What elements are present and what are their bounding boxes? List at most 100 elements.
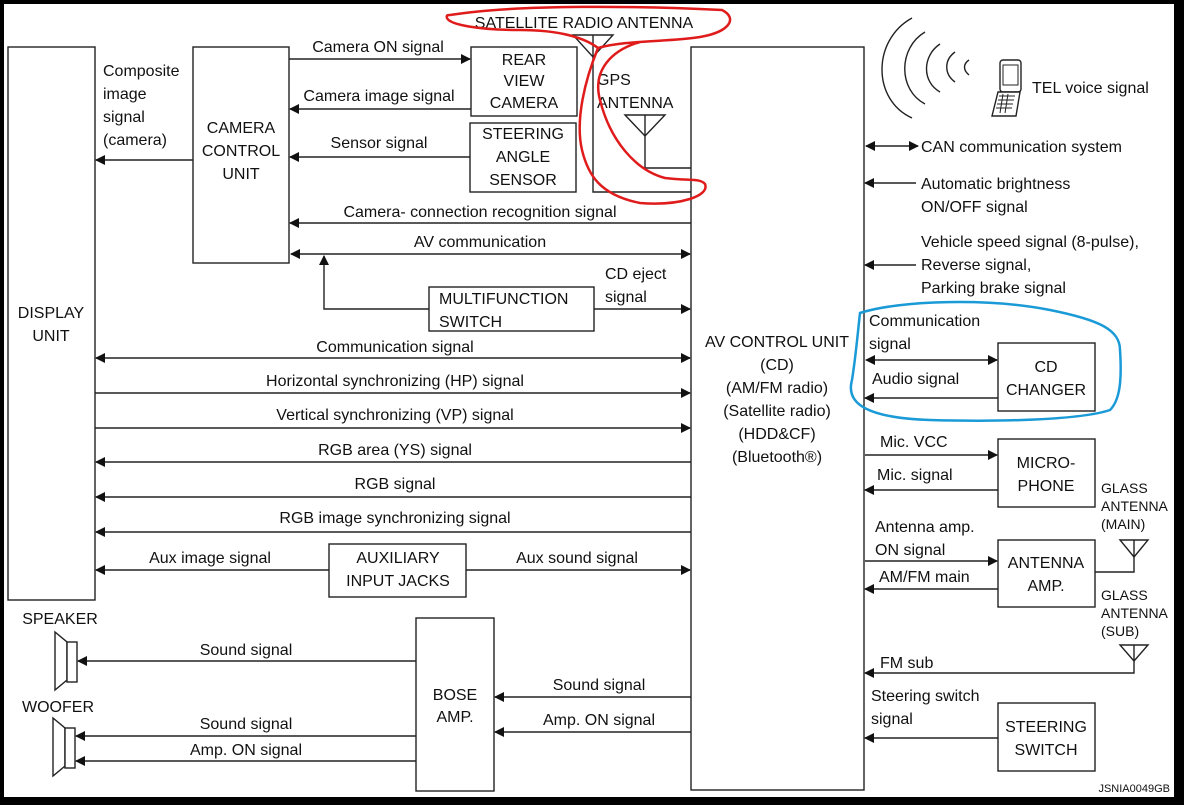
mobile-phone-icon [991, 59, 1022, 117]
sensor-signal-label: Sensor signal [331, 135, 428, 152]
aux-sound-signal: Aux sound signal [466, 550, 691, 575]
mic-vcc-signal: Mic. VCC [865, 434, 998, 460]
ys-signal-label: RGB area (YS) signal [318, 442, 472, 459]
multifunction-switch-label-2: SWITCH [439, 314, 502, 331]
hp-signal: Horizontal synchronizing (HP) signal [95, 373, 691, 398]
antenna-amp-label-1: ANTENNA [1008, 555, 1085, 572]
glass-antenna-main-icon [1095, 539, 1150, 573]
gps-antenna-label-1: GPS [597, 72, 631, 89]
steering-angle-sensor-label-3: SENSOR [489, 172, 557, 189]
av-control-unit-label-2: (CD) [760, 357, 794, 374]
bose-amp-label-2: AMP. [436, 709, 473, 726]
display-unit-box: DISPLAY UNIT [7, 46, 96, 601]
rgb-signal: RGB signal [95, 476, 691, 502]
hp-signal-label: Horizontal synchronizing (HP) signal [266, 373, 524, 390]
av-control-unit-label-1: AV CONTROL UNIT [705, 334, 849, 351]
steering-angle-sensor-label-2: ANGLE [496, 149, 550, 166]
composite-image-label-3: signal [103, 109, 145, 126]
cd-changer-box: CD CHANGER [997, 342, 1096, 412]
multifunction-switch-box: MULTIFUNCTION SWITCH [428, 286, 595, 332]
vehicle-speed-label-2: Reverse signal, [921, 257, 1031, 274]
speaker-sound-label: Sound signal [200, 642, 293, 659]
cd-communication-label-2: signal [869, 336, 911, 353]
speaker-label: SPEAKER [22, 611, 98, 628]
glass-antenna-sub-icon [1118, 644, 1150, 663]
camera-on-signal: Camera ON signal [289, 39, 471, 64]
bose-amp-on-signal: Amp. ON signal [494, 712, 691, 737]
cd-communication-label-1: Communication [869, 313, 980, 330]
bose-amp-box: BOSE AMP. [415, 617, 495, 792]
auxiliary-input-jacks-label-2: INPUT JACKS [346, 573, 450, 590]
antenna-amp-box: ANTENNA AMP. [997, 539, 1096, 608]
steering-switch-label-2: SWITCH [1014, 742, 1077, 759]
red-annotation-circle [445, 5, 732, 205]
woofer-sound-label: Sound signal [200, 716, 293, 733]
am-fm-main-signal: AM/FM main [864, 569, 998, 594]
av-communication-signal: AV communication [290, 234, 691, 259]
bose-sound-label: Sound signal [553, 677, 646, 694]
communication-signal-label: Communication signal [316, 339, 473, 356]
display-unit-label-1: DISPLAY [18, 305, 85, 322]
camera-connection-signal-label: Camera- connection recognition signal [343, 204, 616, 221]
camera-on-signal-label: Camera ON signal [312, 39, 444, 56]
camera-control-unit-box: CAMERA CONTROL UNIT [192, 46, 290, 264]
multifunction-to-av-comm [319, 255, 429, 310]
steering-switch-signal-label-2: signal [871, 711, 913, 728]
speaker-icon [54, 630, 78, 692]
vp-signal: Vertical synchronizing (VP) signal [95, 407, 691, 433]
glass-antenna-sub-label-2: ANTENNA [1101, 605, 1169, 621]
blue-annotation-circle [849, 300, 1122, 422]
antenna-amp-label-2: AMP. [1027, 578, 1064, 595]
glass-antenna-main: GLASS ANTENNA (MAIN) [1095, 480, 1169, 573]
steering-switch-signal: Steering switch signal [864, 688, 998, 743]
microphone-label-1: MICRO- [1017, 455, 1076, 472]
auto-brightness-label-2: ON/OFF signal [921, 199, 1028, 216]
composite-image-signal: Composite image signal (camera) [95, 63, 193, 165]
aux-image-signal-label: Aux image signal [149, 550, 271, 567]
steering-switch-label-1: STEERING [1005, 719, 1087, 736]
ys-signal: RGB area (YS) signal [95, 442, 691, 467]
satellite-radio-antenna-label: SATELLITE RADIO ANTENNA [475, 15, 694, 32]
cd-audio-label: Audio signal [872, 371, 959, 388]
diagram-frame: DISPLAY UNIT CAMERA CONTROL UNIT REAR VI… [4, 4, 1174, 797]
vp-signal-label: Vertical synchronizing (VP) signal [276, 407, 513, 424]
microphone-box: MICRO- PHONE [997, 438, 1096, 508]
speaker-sound-signal: Sound signal [77, 642, 416, 666]
multifunction-switch-label-1: MULTIFUNCTION [439, 291, 568, 308]
sensor-signal: Sensor signal [289, 135, 470, 162]
cd-changer-label-1: CD [1034, 359, 1057, 376]
antenna-amp-on-label-1: Antenna amp. [875, 519, 975, 536]
glass-antenna-sub: GLASS ANTENNA (SUB) [1101, 587, 1169, 663]
phone-waves-icon [881, 17, 970, 119]
composite-image-label-4: (camera) [103, 132, 167, 149]
antenna-amp-on-label-2: ON signal [875, 542, 945, 559]
composite-image-label-1: Composite [103, 63, 180, 80]
steering-switch-signal-label-1: Steering switch [871, 688, 980, 705]
antenna-amp-on-signal: Antenna amp. ON signal [865, 519, 998, 566]
can-signal: CAN communication system [865, 139, 1122, 156]
cd-audio-signal: Audio signal [864, 371, 998, 403]
av-communication-label: AV communication [414, 234, 546, 251]
av-control-unit-box: AV CONTROL UNIT (CD) (AM/FM radio) (Sate… [690, 46, 865, 791]
rear-view-camera-box: REAR VIEW CAMERA [470, 46, 578, 117]
auto-brightness-label-1: Automatic brightness [921, 176, 1070, 193]
bose-sound-signal: Sound signal [494, 677, 691, 702]
woofer-amp-on-label: Amp. ON signal [190, 742, 302, 759]
fm-sub-signal: FM sub [864, 655, 1135, 678]
bose-amp-on-label: Amp. ON signal [543, 712, 655, 729]
camera-image-signal-label: Camera image signal [303, 88, 454, 105]
cd-communication-signal: Communication signal [865, 313, 998, 365]
composite-image-label-2: image [103, 86, 147, 103]
auto-brightness-signal: Automatic brightness ON/OFF signal [864, 176, 1070, 216]
communication-signal: Communication signal [95, 339, 691, 363]
glass-antenna-main-label-3: (MAIN) [1101, 516, 1145, 532]
cd-changer-label-2: CHANGER [1006, 382, 1086, 399]
vehicle-speed-signal: Vehicle speed signal (8-pulse), Reverse … [864, 234, 1139, 297]
rgb-signal-label: RGB signal [355, 476, 436, 493]
vehicle-speed-label-1: Vehicle speed signal (8-pulse), [921, 234, 1139, 251]
glass-antenna-main-label-1: GLASS [1101, 480, 1148, 496]
mic-signal: Mic. signal [864, 467, 998, 495]
aux-sound-signal-label: Aux sound signal [516, 550, 638, 567]
vehicle-speed-label-3: Parking brake signal [921, 280, 1066, 297]
camera-control-unit-label-2: CONTROL [202, 143, 280, 160]
